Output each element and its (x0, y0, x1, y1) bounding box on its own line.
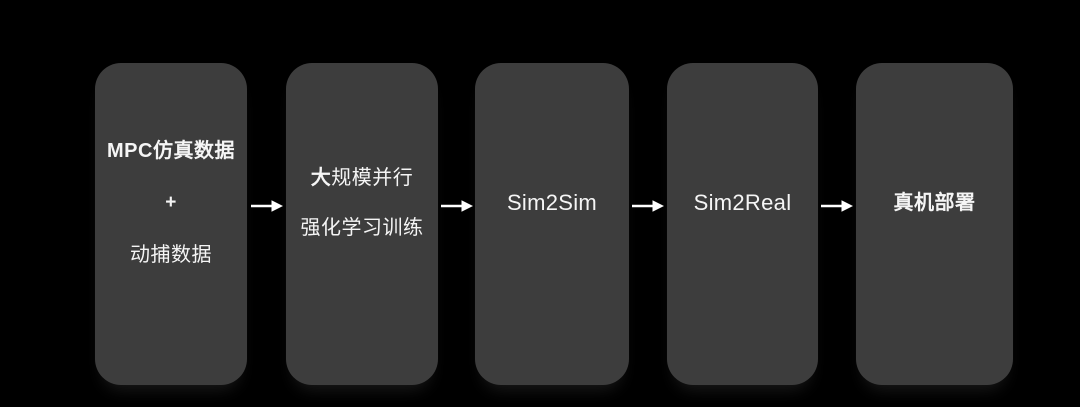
label-rest: 规模并行 (331, 167, 414, 189)
flow-node-deployment: 真机部署 (856, 63, 1013, 385)
node-label-line: 强化学习训练 (300, 217, 424, 239)
flow-node-data-source: MPC仿真数据 + 动捕数据 (95, 63, 247, 385)
emphasized-char: 大 (310, 167, 332, 189)
node-label-line: 大规模并行 (311, 165, 414, 191)
node-content: Sim2Real (667, 190, 818, 216)
node-label-line: 真机部署 (893, 192, 976, 214)
flow-node-sim2sim: Sim2Sim (475, 63, 629, 385)
flow-arrow-icon (820, 199, 854, 213)
node-content: Sim2Sim (475, 190, 629, 216)
plus-sign: + (165, 192, 177, 213)
node-label-line: 动捕数据 (130, 244, 212, 266)
node-label-line: MPC仿真数据 (107, 140, 235, 162)
flow-arrow-icon (631, 199, 665, 213)
node-label-line: Sim2Real (693, 190, 792, 215)
node-content: 大规模并行 强化学习训练 (286, 165, 438, 241)
flow-node-rl-training: 大规模并行 强化学习训练 (286, 63, 438, 385)
flow-arrow-icon (440, 199, 474, 213)
node-content: 真机部署 (856, 190, 1013, 216)
flow-arrow-icon (250, 199, 284, 213)
flow-node-sim2real: Sim2Real (667, 63, 818, 385)
node-label-line: Sim2Sim (506, 190, 598, 215)
node-content: MPC仿真数据 + 动捕数据 (95, 138, 247, 268)
